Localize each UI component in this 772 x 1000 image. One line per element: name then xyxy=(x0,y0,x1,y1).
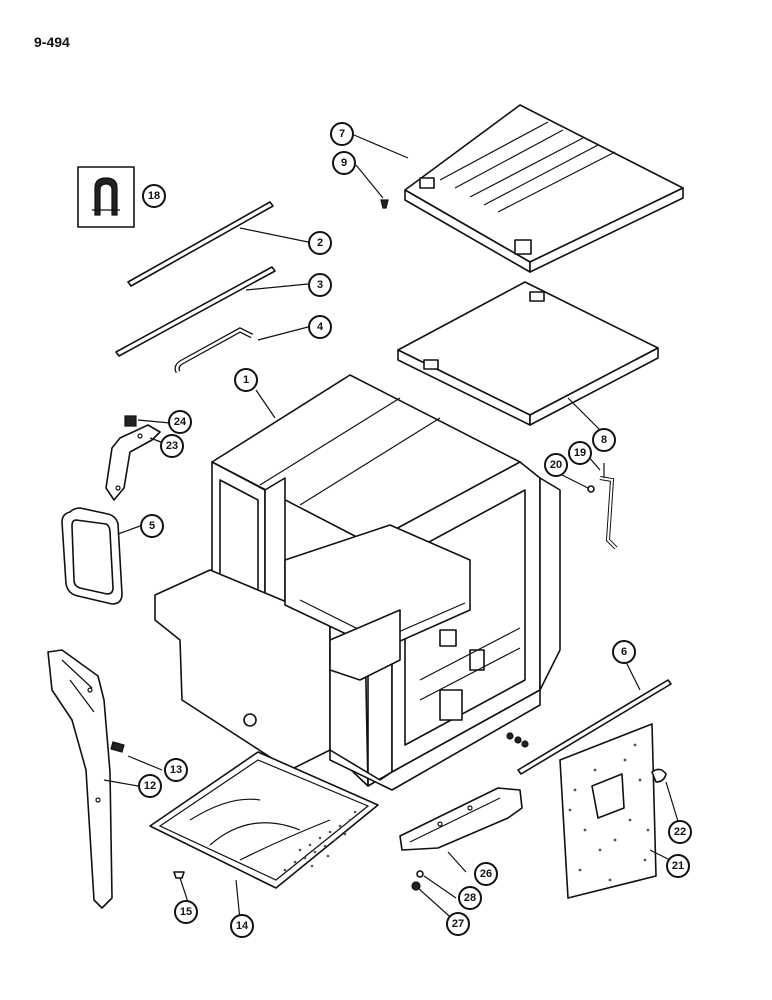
part-23-handle xyxy=(105,424,161,501)
callout-12: 12 xyxy=(138,774,162,798)
part-9-screw xyxy=(380,199,389,209)
callout-label: 5 xyxy=(149,520,155,532)
callout-label: 6 xyxy=(621,646,627,658)
part-1-cab-frame xyxy=(154,374,561,791)
part-19-rod xyxy=(599,476,618,550)
part-4-rod xyxy=(174,327,254,374)
part-7-roof-top xyxy=(404,104,684,273)
callout-label: 15 xyxy=(180,906,192,918)
callout-label: 26 xyxy=(480,868,492,880)
panel-texture xyxy=(568,743,650,882)
mat-texture xyxy=(283,810,357,872)
callout-label: 14 xyxy=(236,920,249,932)
callout-3: 3 xyxy=(308,273,332,297)
callout-22: 22 xyxy=(668,820,692,844)
part-8-headliner xyxy=(397,281,659,426)
callout-23: 23 xyxy=(160,434,184,458)
callout-2: 2 xyxy=(308,231,332,255)
callout-27: 27 xyxy=(446,912,470,936)
callout-label: 27 xyxy=(452,918,464,930)
callout-label: 7 xyxy=(339,128,345,140)
part-6-strip xyxy=(517,679,672,775)
callout-5: 5 xyxy=(140,514,164,538)
callout-24: 24 xyxy=(168,410,192,434)
callout-label: 2 xyxy=(317,237,323,249)
callout-8: 8 xyxy=(592,428,616,452)
part-18-clip-inset xyxy=(77,166,135,228)
callout-label: 19 xyxy=(574,447,586,459)
callout-26: 26 xyxy=(474,862,498,886)
callout-1: 1 xyxy=(234,368,258,392)
page-code: 9-494 xyxy=(34,34,70,50)
part-22-knob xyxy=(651,768,667,783)
part-20-screw xyxy=(587,485,595,493)
callout-13: 13 xyxy=(164,758,188,782)
part-3-strip xyxy=(115,266,276,357)
callout-28: 28 xyxy=(458,886,482,910)
callout-label: 4 xyxy=(317,321,324,333)
callout-label: 20 xyxy=(550,459,562,471)
callout-label: 21 xyxy=(672,860,684,872)
callout-18: 18 xyxy=(142,184,166,208)
callout-6: 6 xyxy=(612,640,636,664)
callout-label: 23 xyxy=(166,440,178,452)
callout-label: 18 xyxy=(148,190,160,202)
callout-9: 9 xyxy=(332,151,356,175)
part-24-screw xyxy=(124,415,137,427)
part-28-washer xyxy=(416,870,424,878)
part-21-rear-panel xyxy=(559,723,657,899)
callout-label: 13 xyxy=(170,764,182,776)
part-2-strip xyxy=(127,201,274,287)
callout-label: 1 xyxy=(243,374,249,386)
part-26-trim xyxy=(399,787,523,851)
part-5-window-seal xyxy=(61,507,123,605)
callout-21: 21 xyxy=(666,854,690,878)
part-15-fastener xyxy=(173,871,185,879)
part-14-floor-mat xyxy=(149,751,379,889)
callout-label: 8 xyxy=(601,434,607,446)
part-13-screw xyxy=(110,741,125,753)
callout-14: 14 xyxy=(230,914,254,938)
callout-label: 9 xyxy=(341,157,347,169)
callout-label: 24 xyxy=(174,416,187,428)
callout-label: 28 xyxy=(464,892,476,904)
callout-19: 19 xyxy=(568,441,592,465)
callout-label: 12 xyxy=(144,780,156,792)
callout-7: 7 xyxy=(330,122,354,146)
callout-label: 22 xyxy=(674,826,686,838)
callout-15: 15 xyxy=(174,900,198,924)
callout-label: 3 xyxy=(317,279,323,291)
callout-20: 20 xyxy=(544,453,568,477)
part-12-trim-panel xyxy=(47,649,113,909)
callout-4: 4 xyxy=(308,315,332,339)
